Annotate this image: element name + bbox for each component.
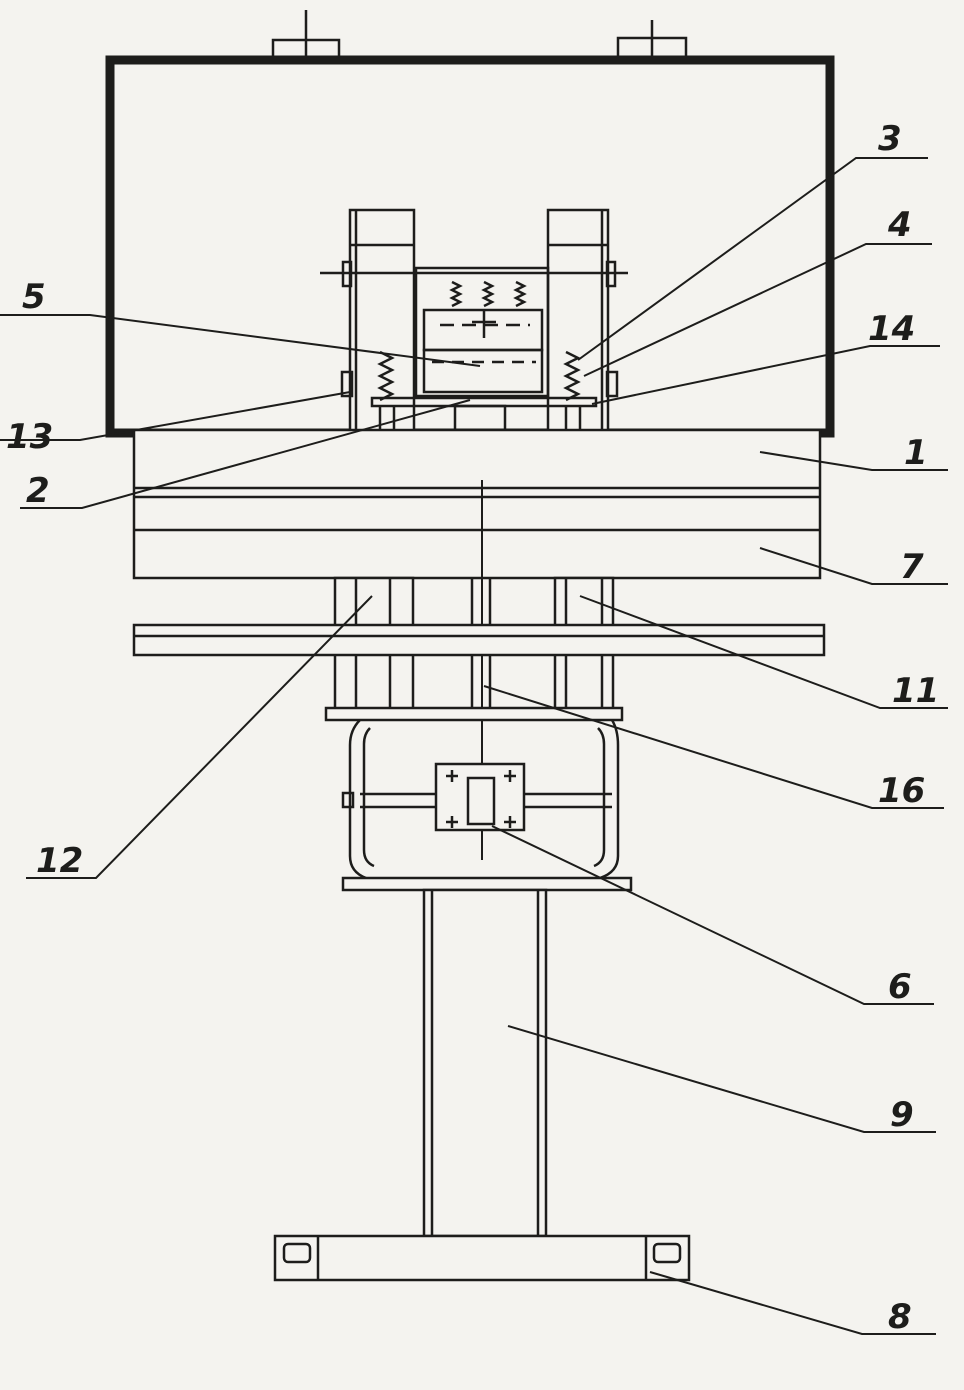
label-1: 1 [904, 433, 928, 473]
label-16: 16 [878, 771, 925, 811]
label-9: 9 [890, 1095, 914, 1135]
label-12: 12 [36, 841, 83, 881]
label-11: 11 [892, 671, 939, 711]
pillar [422, 888, 548, 1238]
leader-lines [0, 157, 948, 1335]
label-7: 7 [900, 547, 924, 587]
housing-box [105, 55, 835, 438]
base-slab [132, 428, 822, 580]
foot [273, 1234, 691, 1282]
label-2: 2 [26, 471, 50, 511]
callout-labels: 3 4 14 5 13 2 1 7 11 12 16 6 9 8 [6, 119, 939, 1337]
cross-bar [132, 623, 826, 657]
label-13: 13 [6, 417, 53, 457]
label-6: 6 [888, 967, 912, 1007]
label-5: 5 [22, 277, 46, 317]
label-3: 3 [878, 119, 902, 159]
label-14: 14 [868, 309, 915, 349]
bracket [324, 706, 633, 892]
label-4: 4 [887, 205, 912, 245]
label-8: 8 [888, 1297, 912, 1337]
